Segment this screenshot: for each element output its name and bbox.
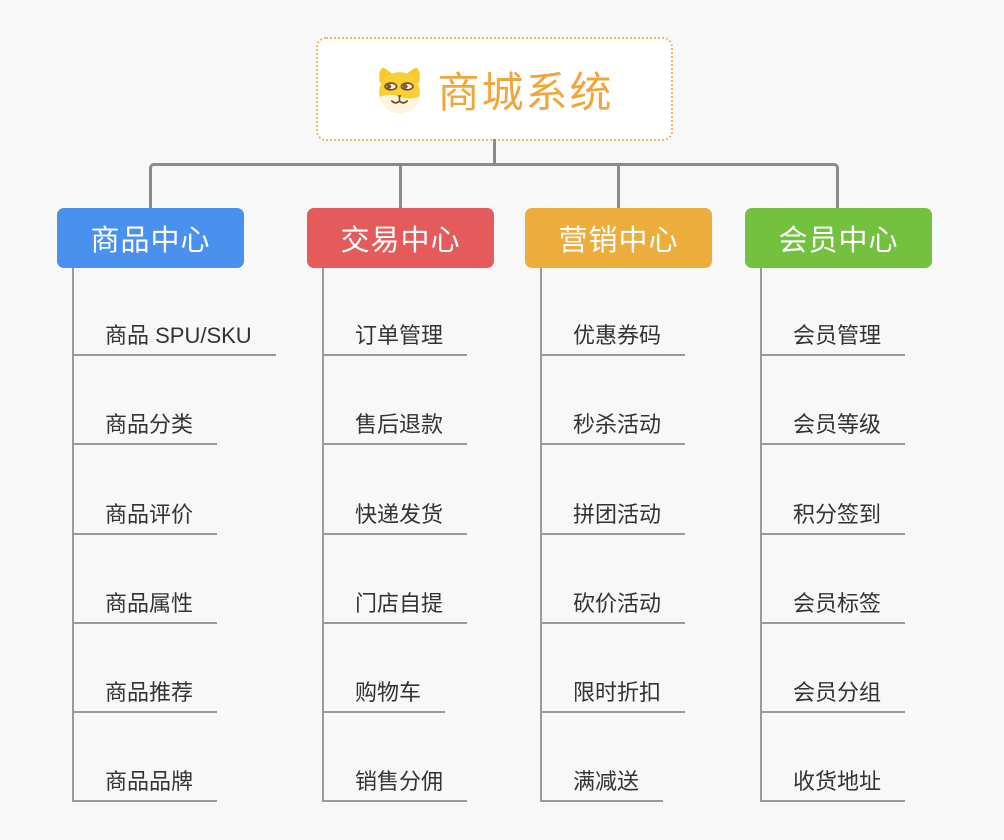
topic-item[interactable]: 商品属性 bbox=[72, 592, 218, 624]
branch-member-center: 会员中心 会员管理 会员等级 积分签到 会员标签 会员分组 收货地址 bbox=[745, 208, 1004, 808]
topic-item[interactable]: 快递发货 bbox=[322, 503, 468, 535]
dog-face-icon bbox=[379, 67, 421, 113]
branch-product-center: 商品中心 商品 SPU/SKU 商品分类 商品评价 商品属性 商品推荐 商品品牌 bbox=[57, 208, 327, 808]
branch-header-marketing[interactable]: 营销中心 bbox=[525, 208, 712, 268]
topic-item[interactable]: 订单管理 bbox=[322, 324, 468, 356]
branch-trade-center: 交易中心 订单管理 售后退款 快递发货 门店自提 购物车 销售分佣 bbox=[307, 208, 577, 808]
topic-item[interactable]: 积分签到 bbox=[760, 503, 906, 535]
topic-item[interactable]: 商品评价 bbox=[72, 503, 218, 535]
topic-item[interactable]: 收货地址 bbox=[760, 770, 906, 802]
connector-drop-marketing bbox=[617, 165, 620, 208]
topic-item[interactable]: 拼团活动 bbox=[540, 503, 686, 535]
connector-root-stub bbox=[493, 139, 496, 165]
topic-item[interactable]: 会员标签 bbox=[760, 592, 906, 624]
topic-item[interactable]: 门店自提 bbox=[322, 592, 468, 624]
connector-drop-trade bbox=[399, 165, 402, 208]
topic-item[interactable]: 售后退款 bbox=[322, 413, 468, 445]
topic-item[interactable]: 会员管理 bbox=[760, 324, 906, 356]
topic-item[interactable]: 商品分类 bbox=[72, 413, 218, 445]
topic-item[interactable]: 商品 SPU/SKU bbox=[72, 324, 276, 356]
topic-item[interactable]: 会员等级 bbox=[760, 413, 906, 445]
topic-item[interactable]: 会员分组 bbox=[760, 681, 906, 713]
branch-header-member[interactable]: 会员中心 bbox=[745, 208, 932, 268]
topic-item[interactable]: 秒杀活动 bbox=[540, 413, 686, 445]
topic-item[interactable]: 商品推荐 bbox=[72, 681, 218, 713]
topic-item[interactable]: 优惠券码 bbox=[540, 324, 686, 356]
topic-item[interactable]: 购物车 bbox=[322, 681, 446, 713]
topic-item[interactable]: 销售分佣 bbox=[322, 770, 468, 802]
connector-frame bbox=[149, 163, 839, 208]
branch-trunk-line bbox=[322, 268, 324, 802]
root-title: 商城系统 bbox=[437, 68, 614, 116]
topic-item[interactable]: 满减送 bbox=[540, 770, 664, 802]
branch-header-product[interactable]: 商品中心 bbox=[57, 208, 244, 268]
branch-header-trade[interactable]: 交易中心 bbox=[307, 208, 494, 268]
branch-trunk-line bbox=[540, 268, 542, 802]
branch-trunk-line bbox=[760, 268, 762, 802]
root-node[interactable]: 商城系统 bbox=[316, 37, 673, 141]
branch-marketing-center: 营销中心 优惠券码 秒杀活动 拼团活动 砍价活动 限时折扣 满减送 bbox=[525, 208, 795, 808]
branch-trunk-line bbox=[72, 268, 74, 802]
topic-item[interactable]: 商品品牌 bbox=[72, 770, 218, 802]
topic-item[interactable]: 限时折扣 bbox=[540, 681, 686, 713]
topic-item[interactable]: 砍价活动 bbox=[540, 592, 686, 624]
